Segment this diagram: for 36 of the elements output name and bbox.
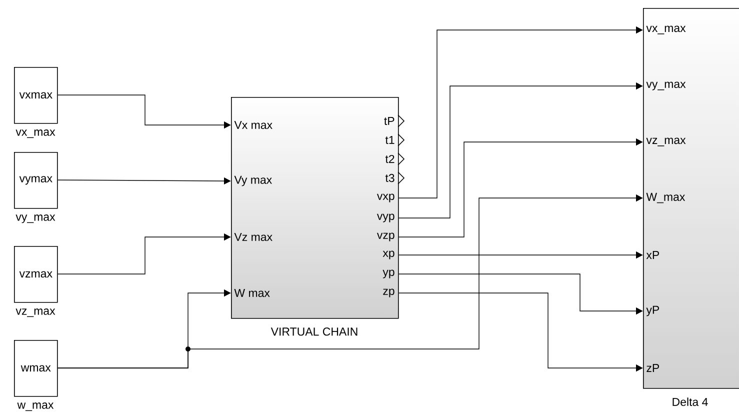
block-label: vy_max <box>16 214 56 224</box>
port-label: vz_max <box>646 138 686 146</box>
port-label: W max <box>234 289 270 298</box>
signal-line <box>57 233 231 274</box>
constant-block: vymax <box>14 152 58 209</box>
port-label: vy_max <box>646 82 686 90</box>
port-label: yp <box>382 270 394 278</box>
port-label: zP <box>646 364 660 372</box>
block-label: vx_max <box>16 130 56 138</box>
port-label: Vy max <box>234 176 272 186</box>
port-label: Vx max <box>234 121 272 130</box>
port-label: zp <box>383 288 394 298</box>
port-label: t1 <box>385 136 394 144</box>
port-label: vxp <box>376 194 394 202</box>
signal-line <box>398 138 643 238</box>
port-label: vx_max <box>646 26 686 34</box>
port-label: t3 <box>385 174 394 182</box>
port-label: W_max <box>646 192 686 204</box>
signal-line <box>398 26 643 198</box>
port-label: xP <box>646 251 660 259</box>
port-label: vyp <box>376 214 394 222</box>
port-label: yP <box>646 306 660 316</box>
block-label: vz_max <box>16 308 56 318</box>
signal-line <box>57 194 643 368</box>
constant-block: vxmax <box>14 67 58 124</box>
port-label: t2 <box>385 154 394 164</box>
constant-block: vzmax <box>14 246 58 303</box>
port-label: Vz max <box>234 233 272 242</box>
block-label: Delta 4 <box>672 398 708 406</box>
constant-block: wmax <box>14 340 58 397</box>
signal-line <box>398 82 643 218</box>
port-label: vzp <box>376 232 394 242</box>
block-label: w_max <box>17 402 54 412</box>
port-label: tP <box>384 117 394 125</box>
port-label: xp <box>382 250 394 260</box>
block-label: VIRTUAL CHAIN <box>270 328 358 336</box>
